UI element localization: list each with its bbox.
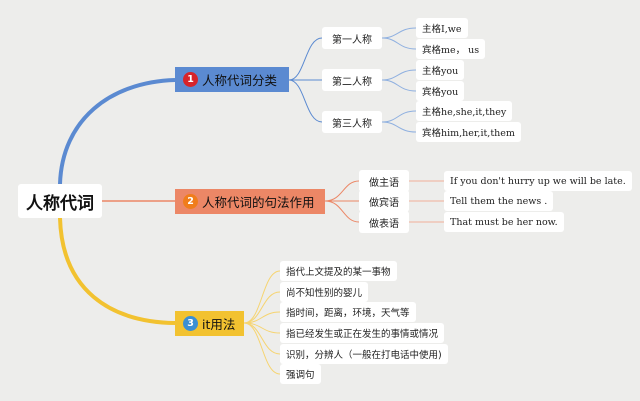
item-label: 尚不知性别的婴儿	[286, 288, 363, 299]
branch-node-it-usage[interactable]: 3 it用法	[175, 311, 244, 336]
sub-label: 做主语	[369, 177, 399, 189]
sub-label: 第三人称	[332, 118, 372, 130]
branch-node-classification[interactable]: 1 人称代词分类	[175, 67, 289, 92]
leaf-label: If you don't hurry up we will be late.	[450, 175, 626, 187]
leaf-label: Tell them the news .	[450, 195, 548, 207]
sub-node-predicative[interactable]: 做表语	[359, 211, 409, 233]
item-label: 识别，分辨人（一般在打电话中使用)	[286, 350, 442, 361]
leaf-node[interactable]: 宾格him,her,it,them	[416, 122, 521, 142]
it-usage-item[interactable]: 识别，分辨人（一般在打电话中使用)	[280, 344, 448, 364]
leaf-label: 主格I,we	[422, 24, 462, 35]
link-s1-leaf1	[381, 27, 417, 39]
leaf-node[interactable]: 主格he,she,it,they	[416, 101, 513, 121]
leaf-label: That must be her now.	[450, 216, 558, 228]
it-usage-item[interactable]: 指时间，距离，环境，天气等	[280, 302, 416, 322]
it-usage-item[interactable]: 强调句	[280, 364, 321, 384]
sub-label: 做表语	[369, 218, 399, 230]
item-label: 指时间，距离，环境，天气等	[286, 308, 410, 319]
sub-node-subject[interactable]: 做主语	[359, 170, 409, 192]
leaf-node[interactable]: That must be her now.	[444, 212, 564, 232]
link-b3-item2	[243, 291, 281, 324]
sub-node-object[interactable]: 做宾语	[359, 190, 409, 212]
sub-node-first-person[interactable]: 第一人称	[322, 27, 382, 49]
leaf-label: 宾格you	[422, 87, 459, 98]
leaf-node[interactable]: 主格I,we	[416, 18, 468, 38]
link-b3-item3	[243, 311, 281, 324]
link-b3-item1	[243, 270, 281, 324]
number-badge-icon: 2	[183, 194, 198, 209]
leaf-node[interactable]: Tell them the news .	[444, 191, 554, 211]
branch-node-syntax[interactable]: 2 人称代词的句法作用	[175, 189, 325, 214]
leaf-node[interactable]: 主格you	[416, 60, 465, 80]
root-label: 人称代词	[26, 193, 94, 214]
leaf-node[interactable]: If you don't hurry up we will be late.	[444, 171, 632, 191]
leaf-label: 宾格me， us	[422, 45, 480, 56]
link-s2-leaf1	[381, 69, 417, 81]
leaf-label: 宾格him,her,it,them	[422, 128, 515, 139]
sub-label: 第一人称	[332, 34, 372, 46]
leaf-node[interactable]: 宾格me， us	[416, 39, 486, 59]
link-b1-sub3	[288, 79, 323, 123]
link-b2-sub1	[324, 180, 360, 202]
it-usage-item[interactable]: 尚不知性别的婴儿	[280, 282, 369, 302]
it-usage-item[interactable]: 指代上文提及的某一事物	[280, 261, 397, 281]
link-s2-leaf2	[381, 79, 417, 92]
item-label: 强调句	[286, 370, 315, 381]
number-badge-icon: 3	[183, 316, 198, 331]
link-s3-leaf1	[381, 110, 417, 123]
link-b1-sub1	[288, 37, 323, 81]
sub-node-second-person[interactable]: 第二人称	[322, 69, 382, 91]
branch-label: it用法	[202, 317, 236, 332]
link-s1-leaf2	[381, 37, 417, 50]
item-label: 指已经发生或正在发生的事情或情况	[286, 329, 439, 340]
link-s3-leaf2	[381, 121, 417, 133]
item-label: 指代上文提及的某一事物	[286, 267, 391, 278]
leaf-label: 主格he,she,it,they	[422, 107, 507, 118]
branch-label: 人称代词的句法作用	[202, 195, 315, 210]
sub-label: 做宾语	[369, 197, 399, 209]
number-badge-icon: 1	[183, 72, 198, 87]
link-b3-item6	[243, 322, 281, 375]
link-root-branch-1	[58, 78, 176, 185]
leaf-label: 主格you	[422, 66, 459, 77]
link-b2-sub3	[324, 200, 360, 223]
sub-node-third-person[interactable]: 第三人称	[322, 111, 382, 133]
root-node[interactable]: 人称代词	[18, 184, 102, 218]
link-root-branch-3	[58, 217, 176, 325]
branch-label: 人称代词分类	[202, 73, 278, 88]
it-usage-item[interactable]: 指已经发生或正在发生的事情或情况	[280, 323, 445, 343]
leaf-node[interactable]: 宾格you	[416, 81, 465, 101]
sub-label: 第二人称	[332, 76, 372, 88]
